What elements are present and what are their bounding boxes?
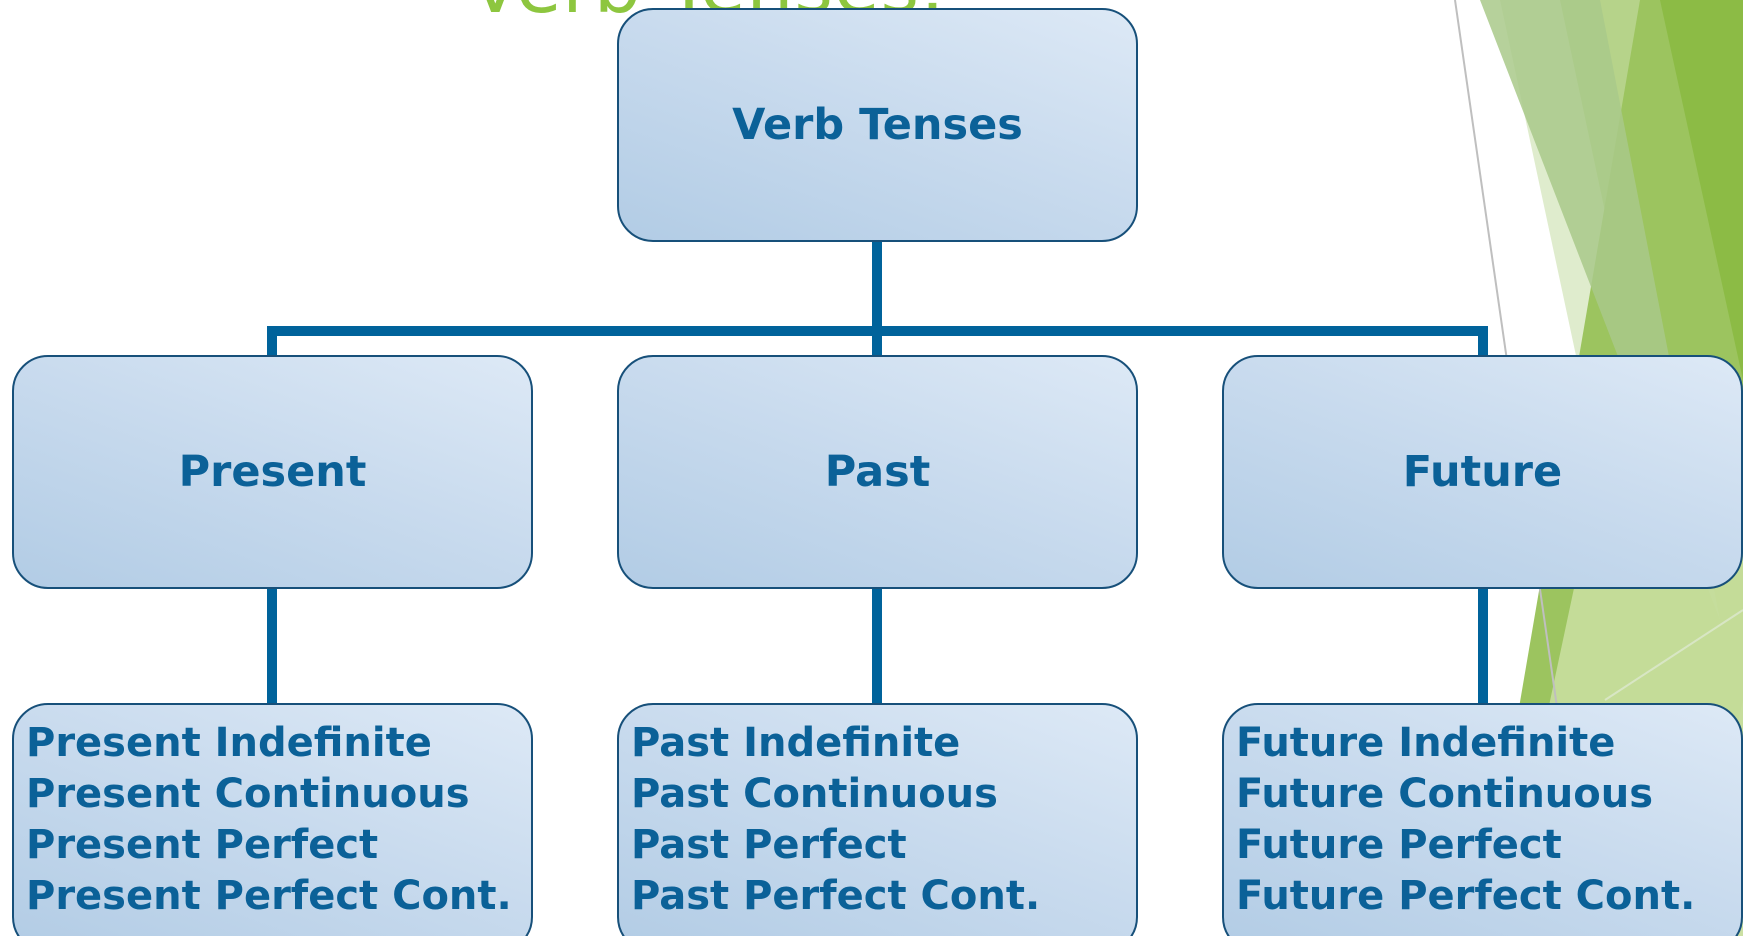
branch-node-label: Present — [178, 447, 367, 497]
root-node-label: Verb Tenses — [732, 100, 1023, 150]
branch-node-label: Past — [824, 447, 931, 497]
connector-past-up — [872, 326, 882, 356]
leaf-node-present-tenses: Present Indefinite Present Continuous Pr… — [12, 703, 533, 936]
connector-present-up — [267, 326, 277, 356]
tense-item: Present Indefinite — [26, 720, 432, 766]
connector-root-down — [872, 240, 882, 331]
root-node: Verb Tenses — [617, 8, 1138, 242]
tense-item: Future Continuous — [1236, 771, 1654, 817]
connector-present-down — [267, 588, 277, 704]
tense-item: Present Perfect Cont. — [26, 873, 512, 919]
tense-item: Past Perfect Cont. — [631, 873, 1041, 919]
connector-future-up — [1478, 326, 1488, 356]
connector-future-down — [1478, 588, 1488, 704]
tense-item: Past Indefinite — [631, 720, 961, 766]
branch-node-label: Future — [1402, 447, 1563, 497]
tense-item: Future Indefinite — [1236, 720, 1616, 766]
branch-node-past: Past — [617, 355, 1138, 589]
leaf-node-future-tenses: Future Indefinite Future Continuous Futu… — [1222, 703, 1743, 936]
tense-item: Present Continuous — [26, 771, 470, 817]
tense-item: Future Perfect Cont. — [1236, 873, 1696, 919]
leaf-node-past-tenses: Past Indefinite Past Continuous Past Per… — [617, 703, 1138, 936]
tense-item: Past Perfect — [631, 822, 907, 868]
tense-item: Past Continuous — [631, 771, 998, 817]
branch-node-present: Present — [12, 355, 533, 589]
tense-item: Present Perfect — [26, 822, 379, 868]
connector-past-down — [872, 588, 882, 704]
branch-node-future: Future — [1222, 355, 1743, 589]
tense-item: Future Perfect — [1236, 822, 1562, 868]
